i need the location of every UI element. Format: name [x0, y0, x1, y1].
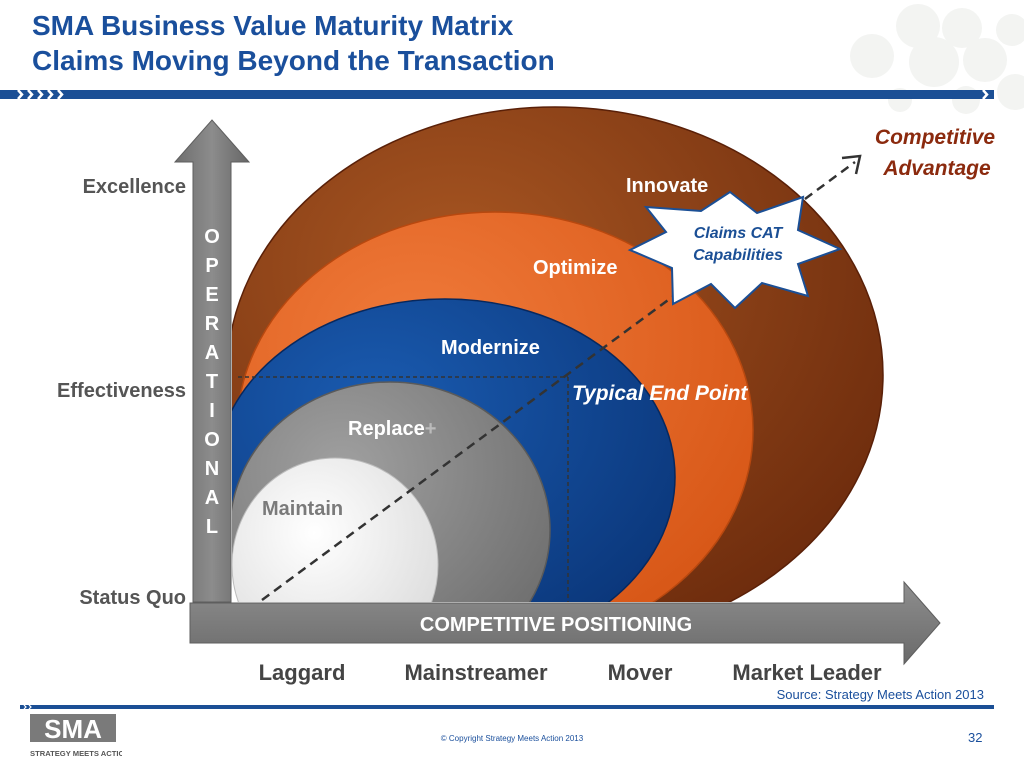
starburst-line1: Claims CAT	[694, 225, 784, 242]
x-level-laggard: Laggard	[258, 660, 346, 685]
x-level-mover: Mover	[607, 660, 673, 685]
competitive-positioning-title: COMPETITIVE POSITIONING	[420, 614, 692, 636]
axis-letter: O	[204, 226, 220, 248]
source-note: Source: Strategy Meets Action 2013	[776, 687, 984, 702]
modernize-label: Modernize	[441, 337, 540, 359]
maintain-label: Maintain	[262, 498, 343, 520]
x-level-market-leader: Market Leader	[732, 660, 882, 685]
header-divider	[0, 89, 994, 100]
claims-cat-starburst: Claims CAT Capabilities	[627, 190, 843, 310]
axis-letter: P	[205, 255, 218, 277]
innovate-label: Innovate	[626, 175, 708, 197]
axis-letter: A	[205, 487, 219, 509]
axis-letter: A	[205, 342, 219, 364]
axis-letter: T	[206, 371, 218, 393]
typical-end-point-lines	[238, 376, 569, 602]
operational-axis-title: O P E R A T I O N A L	[204, 226, 220, 538]
logo-tagline: STRATEGY MEETS ACTION	[30, 749, 122, 758]
page-number: 32	[968, 730, 983, 745]
axis-letter: E	[205, 284, 218, 306]
axis-letter: O	[204, 429, 220, 451]
competitive-advantage-arrow	[261, 154, 862, 602]
slide-title-line1: SMA Business Value Maturity Matrix	[32, 10, 514, 41]
logo-wordmark: SMA	[44, 714, 102, 744]
axis-letter: L	[206, 516, 218, 538]
axis-letter: R	[205, 313, 220, 335]
decorative-circles	[850, 4, 1024, 114]
copyright-note: © Copyright Strategy Meets Action 2013	[440, 734, 584, 743]
axis-letter: N	[205, 458, 219, 480]
replace-plus-sign: +	[425, 418, 437, 440]
replace-label-text: Replace	[348, 418, 425, 440]
axis-letter: I	[209, 400, 215, 422]
competitive-advantage-line1: Competitive	[875, 126, 996, 149]
y-level-status-quo: Status Quo	[79, 587, 186, 609]
competitive-advantage-line2: Advantage	[882, 157, 991, 180]
footer-divider	[20, 704, 994, 710]
sma-logo: SMA STRATEGY MEETS ACTION	[30, 714, 122, 758]
x-level-mainstreamer: Mainstreamer	[404, 660, 548, 685]
slide-title-line2: Claims Moving Beyond the Transaction	[32, 45, 555, 76]
maintain-ellipse	[232, 457, 439, 602]
typical-end-point-label: Typical End Point	[572, 382, 748, 405]
competitive-positioning-axis-arrow	[189, 580, 941, 666]
starburst-line2: Capabilities	[693, 247, 783, 264]
y-level-excellence: Excellence	[82, 176, 186, 198]
replace-label: Replace+	[348, 418, 436, 440]
y-level-effectiveness: Effectiveness	[57, 380, 186, 402]
optimize-label: Optimize	[533, 257, 617, 279]
operational-axis-arrow	[173, 119, 251, 603]
